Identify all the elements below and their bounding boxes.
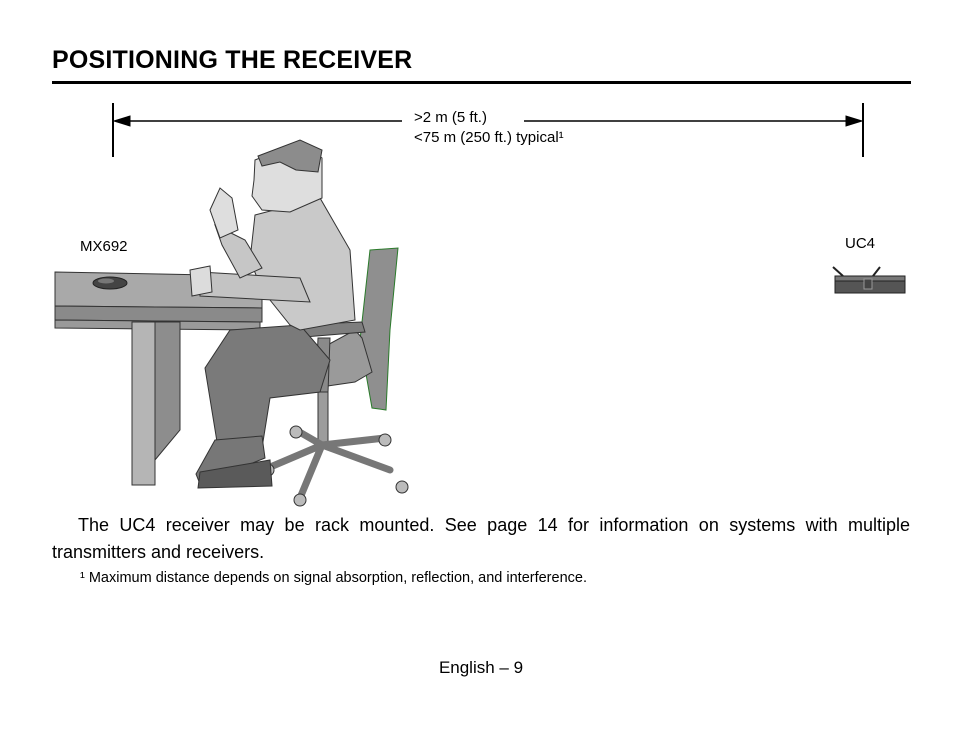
- distance-minimum-label: >2 m (5 ft.): [414, 109, 487, 126]
- seated-person: [189, 139, 356, 489]
- page-title: POSITIONING THE RECEIVER: [52, 46, 413, 74]
- receiver-label: UC4: [845, 235, 876, 252]
- receiver-icon: [832, 266, 906, 294]
- body-paragraph: The UC4 receiver may be rack mounted. Se…: [52, 515, 910, 562]
- footnote: ¹ Maximum distance depends on signal abs…: [80, 570, 587, 586]
- transmitter-label: MX692: [80, 238, 128, 255]
- page-number: English – 9: [438, 658, 524, 677]
- distance-typical-label: <75 m (250 ft.) typical¹: [414, 129, 564, 146]
- positioning-illustration: [54, 103, 906, 507]
- microphone-icon: [92, 276, 128, 290]
- distance-dimension-line: [112, 103, 864, 157]
- title-rule: [52, 81, 911, 84]
